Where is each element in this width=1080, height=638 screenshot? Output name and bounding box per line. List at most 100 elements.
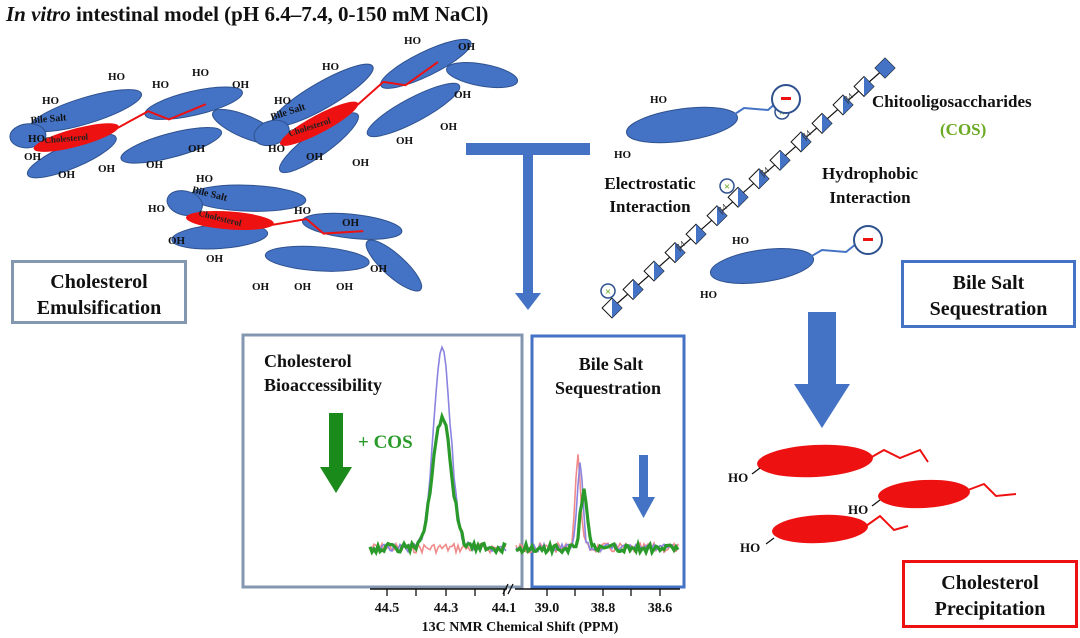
- tick-left-0: 44.5: [375, 601, 400, 616]
- precipitate-2: HO: [848, 479, 1017, 517]
- cos-label: + COS: [358, 432, 413, 453]
- hydroxyl-label-25: HO: [294, 205, 312, 217]
- hydroxyl-label-12: HO: [404, 35, 422, 47]
- nmr-panel-right: [530, 334, 686, 589]
- figure-title: In vitro intestinal model (pH 6.4–7.4, 0…: [6, 2, 488, 27]
- hydroxyl-label-24: OH: [206, 253, 224, 265]
- tick-right-0: 39.0: [535, 601, 560, 616]
- cos-abbr: (COS): [940, 120, 986, 139]
- hydroxyl-label-5: OH: [24, 151, 42, 163]
- inhibition-symbol: [466, 143, 590, 310]
- tick-right-2: 38.6: [648, 601, 673, 616]
- cos-unit-8: [769, 149, 791, 171]
- precipitation-line2: Precipitation: [934, 598, 1046, 620]
- cos-down-arrow: [320, 413, 352, 493]
- electrostatic-line1: Electrostatic: [604, 174, 696, 193]
- cos-unit-6: [727, 186, 749, 208]
- cos-unit-3: [664, 242, 686, 264]
- panel-left-title-1: Cholesterol: [264, 351, 352, 371]
- panel-right-title-1: Bile Salt: [579, 354, 644, 374]
- cos-unit-2: [643, 260, 665, 282]
- hydroxyl-label-21: HO: [196, 173, 214, 185]
- hydroxyl-label-9: OH: [188, 143, 206, 155]
- tick-left-2: 44.1: [492, 601, 517, 616]
- hydroxyl-label-1: HO: [108, 71, 126, 83]
- hydroxyl-label-26: OH: [342, 217, 360, 229]
- bile-salt-1-ho-top: HO: [650, 94, 668, 106]
- cos-name: Chitooligosaccharides: [872, 92, 1032, 111]
- sequestration-line1: Bile Salt: [952, 272, 1025, 294]
- electrostatic-line2: Interaction: [609, 197, 691, 216]
- cos-plus-sign-0: ×: [605, 286, 611, 298]
- hydroxyl-label-10: HO: [28, 133, 46, 145]
- nmr-spectra: [368, 344, 680, 558]
- nmr-xlabel: 13C NMR Chemical Shift (PPM): [422, 620, 619, 635]
- sequestration-line2: Sequestration: [929, 298, 1048, 320]
- cos-unit-4: [685, 223, 707, 245]
- title-rest: intestinal model (pH 6.4–7.4, 0-150 mM N…: [70, 2, 489, 26]
- panel-right-title-2: Sequestration: [555, 378, 661, 398]
- nmr-x-axis: 44.5 44.3 44.1 39.0 38.8 38.6 13C NMR Ch…: [370, 583, 680, 635]
- cos-unit-7: [748, 168, 770, 190]
- hydroxyl-label-13: OH: [458, 41, 476, 53]
- precipitation-line1: Cholesterol: [941, 572, 1039, 594]
- hydroxyl-label-14: HO: [274, 95, 292, 107]
- precipitate-1-ho: HO: [728, 470, 748, 485]
- hydroxyl-label-11: HO: [322, 61, 340, 73]
- sequestration-arrow: [794, 312, 850, 428]
- cos-unit-10: [811, 112, 833, 134]
- cos-positive-charge-0: [600, 283, 616, 299]
- hydroxyl-label-27: OH: [252, 281, 270, 293]
- hydroxyl-label-16: OH: [306, 151, 324, 163]
- hydroxyl-label-2: HO: [152, 79, 170, 91]
- hydroxyl-label-19: OH: [440, 121, 458, 133]
- cos-unit-1: [622, 278, 644, 301]
- cos-positive-charge-1: [719, 178, 735, 194]
- hydroxyl-label-29: OH: [336, 281, 354, 293]
- tick-left-1: 44.3: [434, 601, 459, 616]
- spectrum-green-cos: [368, 411, 680, 558]
- hydroxyl-label-8: OH: [146, 159, 164, 171]
- hydroxyl-label-3: HO: [192, 67, 210, 79]
- panel-left-title-2: Bioaccessibility: [264, 375, 382, 395]
- micelle-1: Bile Salt Cholesterol: [5, 67, 288, 189]
- hydroxyl-label-0: HO: [42, 95, 60, 107]
- hydroxyl-label-28: OH: [294, 281, 312, 293]
- precipitate-2-ho: HO: [848, 502, 868, 517]
- hydroxyl-label-15: HO: [268, 143, 286, 155]
- emulsification-line1: Cholesterol: [50, 271, 148, 293]
- cos-unit-0: [601, 297, 623, 319]
- hydroxyl-labels: HO HO HO HO OH OH OH OH OH OH HO HO HO OH HO HO OH OH OH OH…: [24, 35, 476, 293]
- cos-unit-5: [706, 205, 728, 227]
- micelle-3: Bile Salt Cholesterol: [154, 154, 444, 315]
- sequestration-box: Bile Salt Sequestration: [901, 260, 1076, 328]
- bile-salt-2: HO HO: [700, 225, 883, 301]
- title-italic: In vitro: [6, 2, 71, 26]
- bile-salt-2-ho-bottom: HO: [700, 289, 718, 301]
- hydroxyl-label-4: OH: [232, 79, 250, 91]
- emulsification-line2: Emulsification: [36, 297, 162, 319]
- hydroxyl-label-7: OH: [98, 163, 116, 175]
- sequestration-down-arrow: [632, 455, 655, 518]
- hydroxyl-label-22: HO: [148, 203, 166, 215]
- emulsification-box: Cholesterol Emulsification: [11, 260, 187, 324]
- bile-salt-1-ho-bottom: HO: [614, 149, 632, 161]
- hydroxyl-label-23: OH: [168, 235, 186, 247]
- precipitate-3-ho: HO: [740, 540, 760, 555]
- hydroxyl-label-18: OH: [396, 135, 414, 147]
- hydroxyl-label-6: OH: [58, 169, 76, 181]
- hydrophobic-line1: Hydrophobic: [822, 164, 919, 183]
- hydroxyl-label-30: OH: [370, 263, 388, 275]
- tick-right-1: 38.8: [591, 601, 616, 616]
- micelle-1-bile-salt-label: Bile Salt: [30, 112, 67, 126]
- precipitate-3: HO: [740, 514, 909, 555]
- cos-unit-12: [853, 75, 875, 98]
- bile-salt-2-ho-top: HO: [732, 235, 750, 247]
- cos-unit-11: [832, 94, 854, 116]
- precipitation-box: Cholesterol Precipitation: [902, 560, 1078, 628]
- bile-salt-1: HO HO: [614, 84, 801, 161]
- hydroxyl-label-17: OH: [352, 157, 370, 169]
- cos-plus-sign-1: ×: [724, 181, 730, 193]
